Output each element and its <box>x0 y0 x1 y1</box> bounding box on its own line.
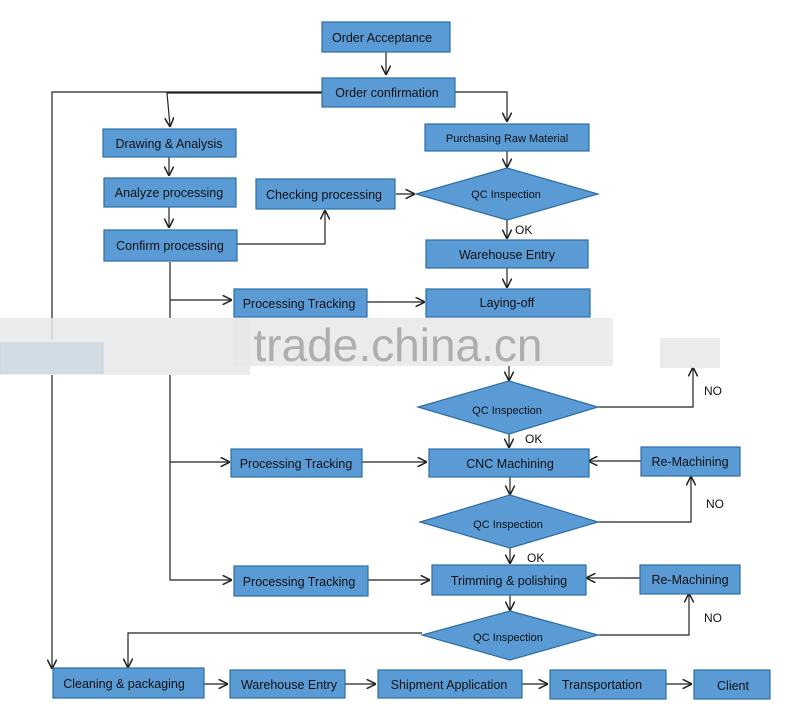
node-warehouse-entry-1 <box>425 239 589 269</box>
label-processing-tracking-2: Processing Tracking <box>240 457 353 471</box>
label-qc-inspection-2: QC Inspection <box>472 405 542 417</box>
node-transportation <box>549 669 667 700</box>
node-order-acceptance <box>321 21 451 53</box>
node-client <box>693 669 771 700</box>
node-processing-tracking-2 <box>230 448 363 478</box>
edge-qc4-to-cleaning <box>128 632 422 667</box>
label-drawing-analysis: Drawing & Analysis <box>116 137 223 151</box>
node-cleaning-packaging <box>52 667 205 699</box>
label-warehouse-entry-2: Warehouse Entry <box>241 678 338 692</box>
edge-label-ok-3: OK <box>527 551 544 565</box>
label-processing-tracking-3: Processing Tracking <box>243 575 356 589</box>
label-checking-processing: Checking processing <box>266 188 382 202</box>
label-confirm-processing: Confirm processing <box>116 239 224 253</box>
label-processing-tracking-1: Processing Tracking <box>243 297 356 311</box>
process-boxes <box>0 21 771 700</box>
edge-label-no-3: NO <box>704 611 722 625</box>
edge-confirm-to-checking <box>237 211 325 245</box>
watermark-blur-center <box>233 318 613 366</box>
node-processing-tracking-3 <box>233 565 369 597</box>
node-order-confirmation <box>321 77 456 108</box>
decision-diamonds <box>413 167 601 661</box>
label-order-acceptance: Order Acceptance <box>332 31 432 45</box>
label-qc-inspection-4: QC Inspection <box>473 632 543 644</box>
label-transportation: Transportation <box>562 678 642 692</box>
edge-confirmation-to-drawing <box>167 92 322 126</box>
watermark-blur-left <box>0 318 250 375</box>
edge-qc3-no-to-remachining1 <box>598 477 691 523</box>
node-laying-off <box>425 288 591 318</box>
label-re-machining-1: Re-Machining <box>651 455 728 469</box>
node-qc-inspection-3 <box>417 494 601 549</box>
label-shipment-application: Shipment Application <box>391 678 508 692</box>
label-laying-off: Laying-off <box>480 296 535 310</box>
edge-trunk-down <box>169 300 231 580</box>
label-re-machining-2: Re-Machining <box>651 573 728 587</box>
edge-labels: OK OK OK NO NO NO <box>515 223 724 625</box>
node-trimming-polishing <box>431 564 587 596</box>
edge-label-ok-2: OK <box>525 432 542 446</box>
edge-confirmation-to-cleaning <box>52 91 322 668</box>
node-confirm-processing <box>103 229 238 262</box>
label-cleaning-packaging: Cleaning & packaging <box>63 677 185 691</box>
node-re-machining-1 <box>640 446 741 477</box>
edge-confirm-to-tracking1 <box>169 262 231 300</box>
edge-confirmation-to-purchasing <box>455 91 507 121</box>
edge-label-ok-1: OK <box>515 223 532 237</box>
node-purchasing-raw-material <box>424 123 590 152</box>
watermark-text: trade.china.cn <box>254 319 543 371</box>
label-qc-inspection-3: QC Inspection <box>473 519 543 531</box>
label-cnc-machining: CNC Machining <box>466 457 554 471</box>
node-labels: Order Acceptance Order confirmation Draw… <box>63 31 749 693</box>
connectors <box>52 52 693 684</box>
edge-qc2-no-loop <box>598 368 693 408</box>
watermark-blur-right <box>660 338 720 368</box>
node-qc-inspection-4 <box>419 610 601 661</box>
node-qc-inspection-1 <box>413 167 601 221</box>
label-warehouse-entry-1: Warehouse Entry <box>459 248 556 262</box>
node-shipment-application <box>377 669 523 699</box>
edge-label-no-1: NO <box>704 384 722 398</box>
node-warehouse-entry-2 <box>229 669 346 699</box>
node-analyze-processing <box>103 177 237 208</box>
label-qc-inspection-1: QC Inspection <box>471 189 541 201</box>
node-qc-inspection-2 <box>415 380 601 435</box>
label-analyze-processing: Analyze processing <box>115 186 223 200</box>
edge-qc4-no-to-remachining2 <box>598 594 689 636</box>
edge-label-no-2: NO <box>706 497 724 511</box>
node-drawing-analysis <box>102 128 237 158</box>
node-processing-tracking-1 <box>233 288 368 318</box>
node-cnc-machining <box>428 448 590 478</box>
label-trimming-polishing: Trimming & polishing <box>451 574 567 588</box>
label-order-confirmation: Order confirmation <box>335 86 439 100</box>
label-purchasing-raw-material: Purchasing Raw Material <box>446 133 568 145</box>
node-re-machining-2 <box>639 564 741 595</box>
label-client: Client <box>717 679 749 693</box>
node-checking-processing <box>255 178 396 210</box>
watermark-band: trade.china.cn <box>0 318 720 375</box>
